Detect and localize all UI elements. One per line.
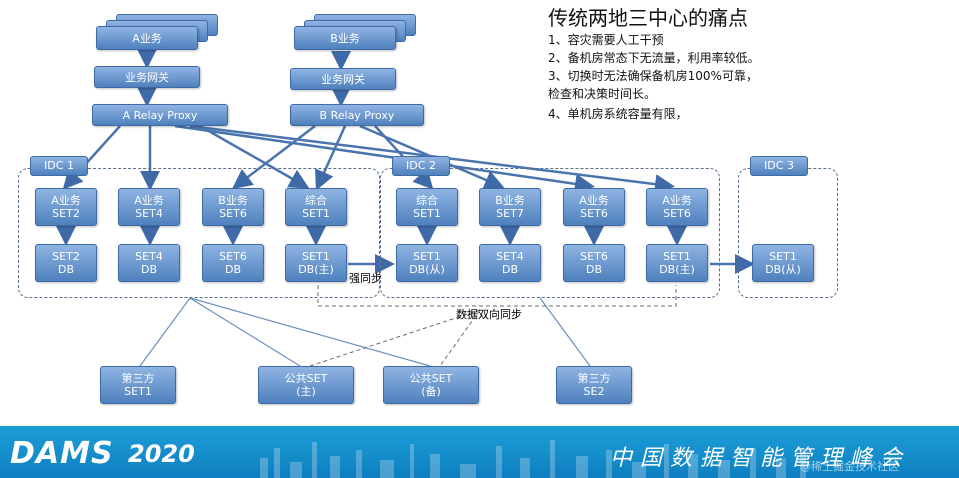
set-line1: 综合: [305, 194, 327, 207]
watermark: @稀土掘金技术社区: [800, 460, 899, 473]
db-line2: DB: [501, 263, 519, 276]
idc1-region: [18, 168, 380, 298]
bottom-line1: 第三方: [577, 372, 611, 385]
proxy-b-box: B Relay Proxy: [290, 104, 424, 126]
set-line1: A业务: [134, 194, 164, 207]
conference-slogan: 中国数据智能管理峰会: [610, 446, 911, 471]
note-line: 4、单机房系统容量有限，: [548, 107, 688, 121]
skyline-graphic: [260, 440, 806, 478]
page-title: 传统两地三中心的痛点: [548, 6, 748, 30]
set-line2: SET1: [413, 207, 441, 220]
set-line1: 综合: [416, 194, 438, 207]
db-line2: DB(从): [409, 263, 445, 276]
db-line1: SET1: [302, 250, 330, 263]
bottom-line2: (主): [296, 385, 316, 398]
bidirectional-sync-label: 数据双向同步: [456, 308, 522, 321]
strong-sync-label: 强同步: [349, 272, 382, 285]
footer-banner: DAMS 2020 中国数据智能管理峰会 @稀土掘金技术社区: [0, 426, 959, 478]
set-line2: SET1: [302, 207, 330, 220]
idc2-region: [380, 168, 720, 298]
set-line2: SET2: [52, 207, 80, 220]
db-line1: SET6: [580, 250, 608, 263]
bottom-line1: 第三方: [121, 372, 155, 385]
bottom-lines: [139, 297, 591, 367]
db-line1: SET4: [135, 250, 163, 263]
db-line2: DB(主): [659, 263, 695, 276]
db-line2: DB: [585, 263, 603, 276]
a-business-box: A业务: [96, 26, 198, 50]
db-line2: DB: [224, 263, 242, 276]
set-line1: B业务: [495, 194, 525, 207]
set-line2: SET7: [496, 207, 524, 220]
bottom-line1: 公共SET: [409, 372, 453, 385]
set-line1: A业务: [51, 194, 81, 207]
db-line2: DB(主): [298, 263, 334, 276]
bottom-line2: (备): [421, 385, 441, 398]
idc2-label: IDC 2: [392, 156, 450, 176]
set-line2: SET6: [219, 207, 247, 220]
db-line1: SET1: [769, 250, 797, 263]
proxy-a-box: A Relay Proxy: [92, 104, 228, 126]
b-business-box: B业务: [294, 26, 396, 50]
set-line2: SET6: [580, 207, 608, 220]
bottom-box: 公共SET(主): [258, 366, 354, 404]
db-line1: SET6: [219, 250, 247, 263]
set-line2: SET4: [135, 207, 163, 220]
db-line1: SET4: [496, 250, 524, 263]
db-line2: DB: [57, 263, 75, 276]
gateway-a-box: 业务网关: [94, 66, 200, 88]
set-line1: A业务: [662, 194, 692, 207]
gateway-b-box: 业务网关: [290, 68, 396, 90]
set-line1: B业务: [218, 194, 248, 207]
brand-logo: DAMS: [10, 436, 114, 471]
db-line1: SET1: [663, 250, 691, 263]
idc3-label: IDC 3: [750, 156, 808, 176]
bottom-line2: SET1: [124, 385, 152, 398]
bottom-line2: SE2: [583, 385, 605, 398]
db-line2: DB: [140, 263, 158, 276]
note-line: 2、备机房常态下无流量，利用率较低。: [548, 51, 760, 65]
set-line1: A业务: [579, 194, 609, 207]
idc1-label: IDC 1: [30, 156, 88, 176]
db-line2: DB(从): [765, 263, 801, 276]
bottom-box: 公共SET(备): [383, 366, 479, 404]
bottom-line1: 公共SET: [284, 372, 328, 385]
note-line: 3、切换时无法确保备机房100%可靠，: [548, 69, 758, 83]
note-line: 1、容灾需要人工干预: [548, 33, 664, 47]
db-line1: SET1: [413, 250, 441, 263]
db-line1: SET2: [52, 250, 80, 263]
dashed-lines: [309, 285, 677, 367]
set-line2: SET6: [663, 207, 691, 220]
note-line: 检查和决策时间长。: [548, 87, 657, 101]
brand-year: 2020: [128, 440, 195, 468]
